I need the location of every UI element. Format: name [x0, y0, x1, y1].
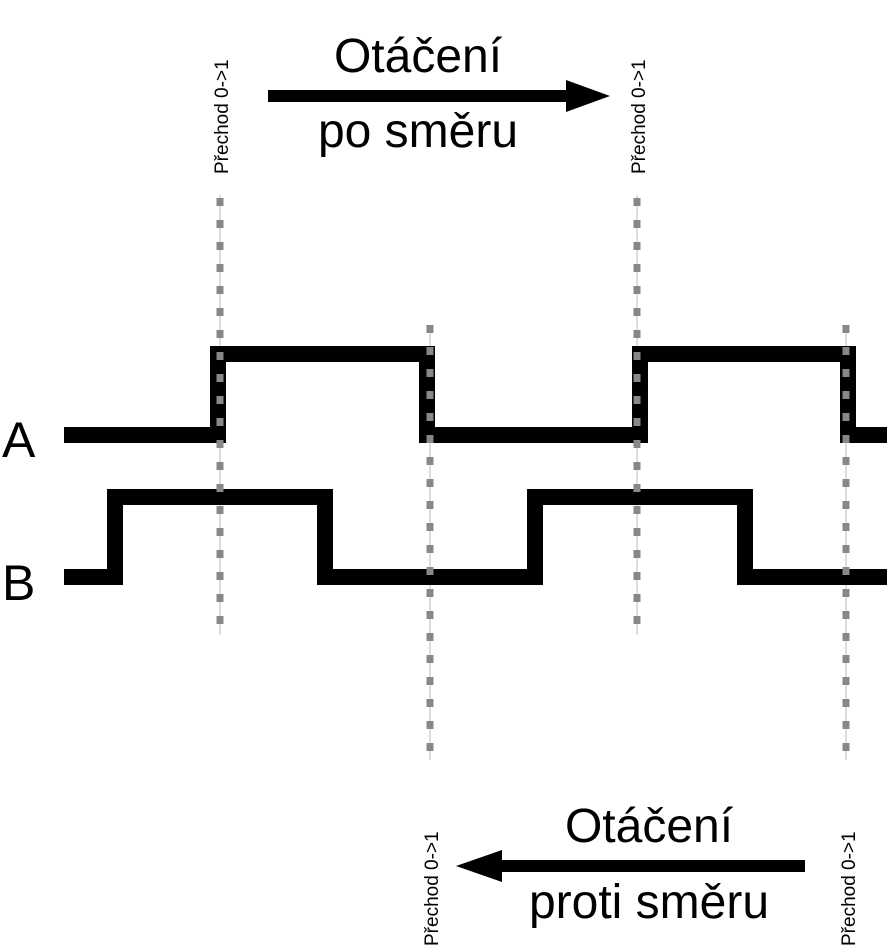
transition-label-1: Přechod 0->1	[212, 59, 233, 174]
channel-b-label: B	[2, 555, 35, 611]
transition-markers	[216, 198, 850, 760]
top-direction-arrow: Otáčení po směru	[268, 30, 610, 158]
signal-a-waveform	[64, 346, 887, 443]
bottom-arrow-label-line2: proti směru	[529, 876, 769, 929]
arrow-right-icon	[566, 80, 610, 112]
arrow-left-icon	[456, 850, 502, 882]
transition-label-4: Přechod 0->1	[839, 831, 860, 946]
transition-label-2: Přechod 0->1	[629, 59, 650, 174]
signal-b-waveform	[64, 489, 887, 585]
transition-label-3: Přechod 0->1	[422, 831, 443, 946]
bottom-arrow-label-line1: Otáčení	[565, 800, 734, 853]
top-arrow-label-line1: Otáčení	[334, 30, 503, 83]
marker-guides	[219, 195, 847, 760]
channel-a-label: A	[2, 412, 36, 468]
top-arrow-label-line2: po směru	[318, 105, 518, 158]
bottom-direction-arrow: Otáčení proti směru	[456, 800, 805, 929]
